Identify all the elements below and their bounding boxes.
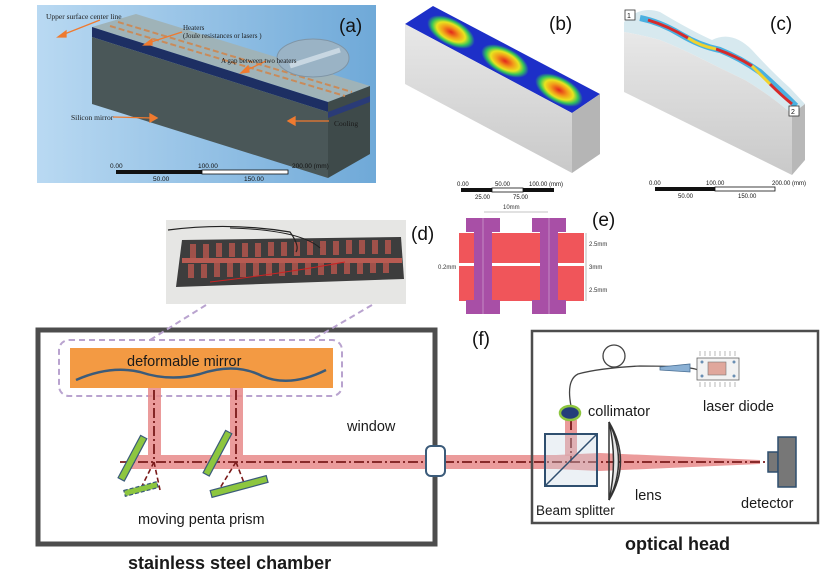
heat-spot-3 bbox=[535, 73, 583, 107]
fiber-connector bbox=[659, 363, 691, 373]
panel-letter-e: (e) bbox=[592, 210, 615, 231]
dim-right-1: 2.5mm bbox=[589, 242, 607, 248]
panel-letter-a: (a) bbox=[339, 16, 362, 37]
label-gap-between-heaters: A gap between two heaters bbox=[221, 57, 297, 65]
panel-letter-f: (f) bbox=[472, 329, 490, 350]
lens-body bbox=[608, 421, 622, 501]
gap-magnifier-line bbox=[289, 47, 341, 69]
deformation-profile-core bbox=[647, 18, 793, 106]
callout-line-right bbox=[311, 304, 373, 341]
scale-b-100: 100.00 (mm) bbox=[529, 182, 563, 188]
panel-a-scale-bar: 0.00 100.00 200.00 (mm) 50.00 150.00 bbox=[110, 163, 329, 183]
label-detector: detector bbox=[741, 496, 794, 512]
optical-head-box bbox=[530, 329, 820, 525]
panel-letter-d: (d) bbox=[411, 224, 434, 245]
beam-splitter-diagonal bbox=[544, 433, 598, 487]
scale-a-0: 0.00 bbox=[110, 163, 123, 170]
label-optical-head: optical head bbox=[625, 534, 730, 554]
mirror-callout-frame bbox=[58, 339, 343, 397]
label-collimator: collimator bbox=[588, 404, 650, 420]
scale-b-25: 25.00 bbox=[475, 195, 491, 201]
heat-spot-2 bbox=[481, 44, 529, 78]
scale-c-50: 50.00 bbox=[678, 194, 694, 200]
scale-c-200: 200.00 (mm) bbox=[772, 181, 806, 187]
label-beam-splitter: Beam splitter bbox=[536, 503, 615, 518]
marker-1-box bbox=[624, 9, 636, 21]
label-silicon-mirror: Silicon mirror bbox=[71, 113, 114, 122]
detector-face bbox=[767, 451, 779, 473]
label-lens: lens bbox=[635, 488, 662, 504]
scale-a-100: 100.00 bbox=[198, 163, 218, 170]
mirror-c-side bbox=[792, 104, 805, 175]
scale-a-200: 200.00 (mm) bbox=[292, 163, 329, 170]
panel-b: (b) 0.00 50.00 100.00 (mm) 25.00 75.00 bbox=[405, 6, 600, 201]
label-window: window bbox=[346, 419, 396, 435]
mirror-c-front bbox=[624, 32, 792, 175]
label-heaters: Heaters bbox=[183, 24, 205, 32]
scale-c-100: 100.00 bbox=[706, 181, 725, 187]
label-stainless-steel-chamber: stainless steel chamber bbox=[128, 553, 331, 573]
mirror-b-side bbox=[572, 94, 600, 173]
dim-left-label: 0.2mm bbox=[438, 265, 456, 271]
panel-f: (f) stainless steel chamber deformable m… bbox=[35, 304, 820, 573]
scale-b-50: 50.00 bbox=[495, 182, 511, 188]
heater-strip bbox=[109, 21, 353, 97]
mirror-wave bbox=[75, 367, 327, 382]
callout-line-left bbox=[149, 304, 207, 341]
detector-body bbox=[777, 436, 797, 488]
fiber-coil bbox=[602, 344, 626, 368]
panel-d: (d) bbox=[166, 220, 434, 304]
deformation-profile-mid bbox=[687, 36, 772, 86]
label-upper-surface-center-line: Upper surface center line bbox=[46, 12, 122, 21]
heat-spot-1 bbox=[427, 15, 475, 49]
silicon-mirror-dark-band bbox=[92, 27, 328, 112]
panel-e: 10mm 0.2mm 2.5mm 3mm 2.5mm (e) bbox=[438, 205, 615, 314]
photo-wire-1 bbox=[167, 225, 298, 253]
marker-2: 2 bbox=[791, 109, 795, 116]
scale-b-75: 75.00 bbox=[513, 195, 529, 201]
panel-letter-c: (c) bbox=[770, 14, 792, 35]
scale-b-0: 0.00 bbox=[457, 182, 469, 188]
cooling-layer bbox=[328, 96, 370, 118]
panel-letter-b: (b) bbox=[549, 14, 572, 35]
dim-right-2: 3mm bbox=[589, 265, 602, 271]
window bbox=[425, 445, 446, 477]
marker-1: 1 bbox=[627, 13, 631, 20]
panel-b-scale-bar: 0.00 50.00 100.00 (mm) 25.00 75.00 bbox=[457, 182, 563, 201]
label-laser-diode: laser diode bbox=[703, 399, 774, 415]
scale-c-150: 150.00 bbox=[738, 194, 757, 200]
label-cooling: Cooling bbox=[334, 119, 358, 128]
panel-c-scale-bar: 0.00 100.00 200.00 (mm) 50.00 150.00 bbox=[649, 181, 806, 200]
label-deformable-mirror: deformable mirror bbox=[127, 354, 242, 370]
penta-prism-left bbox=[117, 434, 159, 498]
heater-red-center-gap bbox=[492, 263, 540, 266]
annotation-arrows bbox=[56, 19, 329, 127]
scale-a-50: 50.00 bbox=[153, 176, 170, 183]
penta-prism-right bbox=[202, 429, 269, 499]
label-heaters-sub: (Joule resistances or lasers ) bbox=[183, 32, 262, 40]
photo-wire-2 bbox=[229, 227, 321, 249]
marker-2-box bbox=[788, 105, 800, 117]
stainless-steel-chamber bbox=[35, 327, 438, 547]
optical-fiber bbox=[568, 365, 699, 407]
mirror-c-top bbox=[624, 9, 805, 114]
panel-a: Upper surface center line Heaters (Joule… bbox=[37, 5, 376, 183]
scale-c-0: 0.00 bbox=[649, 181, 661, 187]
laser-diode bbox=[696, 351, 740, 387]
dim-right-3: 2.5mm bbox=[589, 288, 607, 294]
mirror-b-front bbox=[405, 24, 572, 173]
label-moving-penta-prism: moving penta prism bbox=[138, 512, 265, 528]
scale-a-150: 150.00 bbox=[244, 176, 264, 183]
silicon-mirror-front bbox=[92, 37, 328, 178]
photo-wire-red bbox=[209, 261, 346, 283]
panel-c: 1 2 (c) 0.00 100.00 200.00 (mm) 50.00 15… bbox=[624, 9, 806, 200]
dim-top-label: 10mm bbox=[503, 205, 520, 211]
collimator bbox=[558, 404, 582, 422]
